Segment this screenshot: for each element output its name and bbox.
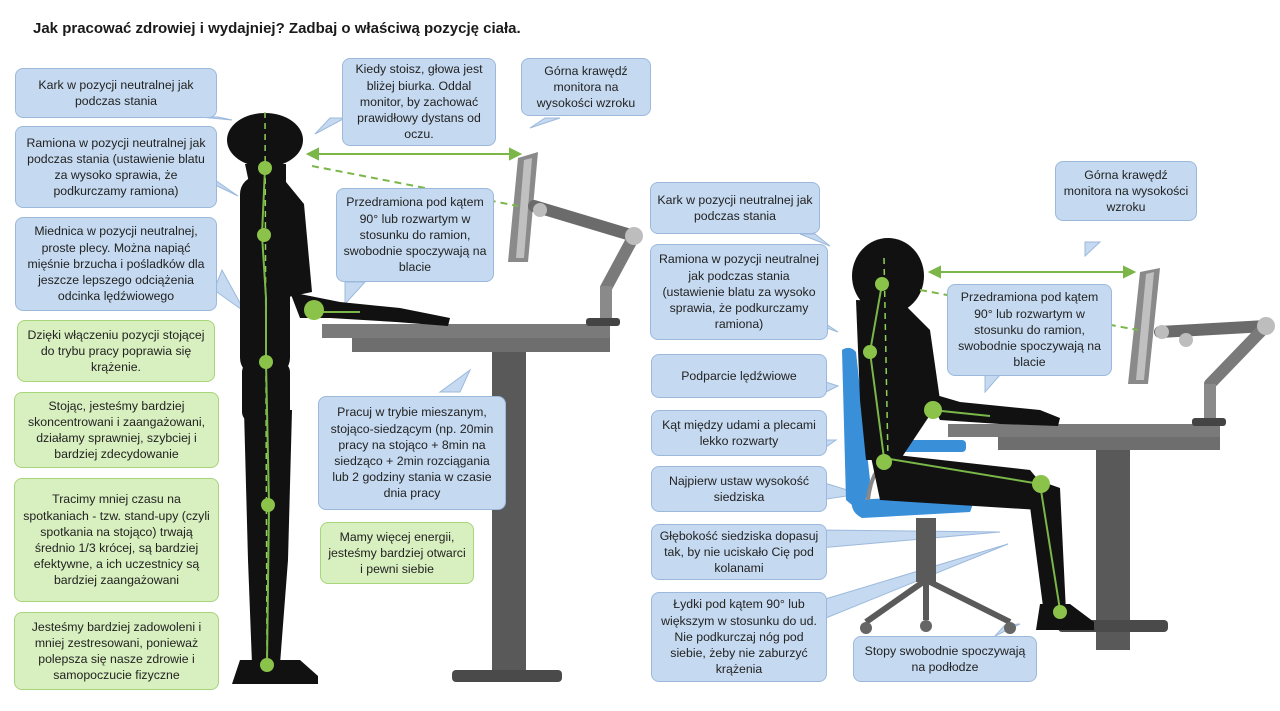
note-text: Dzięki włączeniu pozycji stojącej do try… — [27, 327, 205, 375]
note-text: Górna krawędź monitora na wysokości wzro… — [536, 63, 636, 111]
seat-depth-note: Głębokość siedziska dopasuj tak, by nie … — [651, 524, 827, 580]
energy-note: Mamy więcej energii, jesteśmy bardziej o… — [320, 522, 474, 584]
standing-posture-line — [257, 111, 360, 672]
standing-desk — [322, 324, 610, 682]
callout-tail — [529, 117, 561, 129]
note-text: Stojąc, jesteśmy bardziej skoncentrowani… — [27, 398, 206, 462]
note-text: Podparcie lędźwiowe — [681, 368, 797, 383]
callout-tail — [799, 233, 831, 247]
callout-tail — [819, 529, 1001, 549]
note-text: Jesteśmy bardziej zadowoleni i mniej zes… — [31, 619, 202, 683]
neck-note-sitting: Kark w pozycji neutralnej jak podczas st… — [650, 182, 820, 234]
monitor-note-standing: Górna krawędź monitora na wysokości wzro… — [521, 58, 651, 116]
note-text: Łydki pod kątem 90° lub większym w stosu… — [661, 597, 817, 677]
forearm-note-standing: Przedramiona pod kątem 90° lub rozwartym… — [336, 188, 494, 282]
note-text: Głębokość siedziska dopasuj tak, by nie … — [659, 528, 819, 576]
note-text: Przedramiona pod kątem 90° lub rozwartym… — [343, 195, 487, 275]
callout-tail — [438, 368, 472, 393]
feet-note: Stopy swobodnie spoczywają na podłodze — [853, 636, 1037, 682]
note-text: Stopy swobodnie spoczywają na podłodze — [864, 643, 1026, 674]
note-text: Najpierw ustaw wysokość siedziska — [668, 473, 810, 504]
note-text: Pracuj w trybie mieszanym, stojąco-siedz… — [330, 405, 494, 501]
note-text: Kark w pozycji neutralnej jak podczas st… — [657, 192, 813, 223]
mixed-mode-note: Pracuj w trybie mieszanym, stojąco-siedz… — [318, 396, 506, 510]
sitting-posture-line — [863, 257, 1067, 619]
shoulders-note-standing: Ramiona w pozycji neutralnej jak podczas… — [15, 126, 217, 208]
pelvis-note-standing: Miednica w pozycji neutralnej, proste pl… — [15, 217, 217, 311]
callout-tail — [213, 268, 246, 313]
standing-monitor — [508, 152, 643, 326]
benefit-wellbeing: Jesteśmy bardziej zadowoleni i mniej zes… — [14, 612, 219, 690]
callout-tail — [984, 374, 1002, 394]
shoulders-note-sitting: Ramiona w pozycji neutralnej jak podczas… — [650, 244, 828, 340]
note-text: Ramiona w pozycji neutralnej jak podczas… — [659, 252, 819, 332]
note-text: Kark w pozycji neutralnej jak podczas st… — [38, 77, 194, 108]
note-text: Ramiona w pozycji neutralnej jak podczas… — [26, 135, 206, 199]
note-text: Kąt między udami a plecami lekko rozwart… — [662, 417, 816, 448]
callout-tail — [344, 281, 367, 306]
neck-note-standing: Kark w pozycji neutralnej jak podczas st… — [15, 68, 217, 118]
calves-note: Łydki pod kątem 90° lub większym w stosu… — [651, 592, 827, 682]
note-text: Kiedy stoisz, głowa jest bliżej biurka. … — [355, 62, 483, 142]
monitor-note-sitting: Górna krawędź monitora na wysokości wzro… — [1055, 161, 1197, 221]
callout-tail — [1084, 241, 1102, 258]
hip-angle-note: Kąt między udami a plecami lekko rozwart… — [651, 410, 827, 456]
page-title: Jak pracować zdrowiej i wydajniej? Zadba… — [33, 20, 521, 37]
lumbar-note: Podparcie lędźwiowe — [651, 354, 827, 398]
note-text: Mamy więcej energii, jesteśmy bardziej o… — [328, 529, 466, 577]
distance-note: Kiedy stoisz, głowa jest bliżej biurka. … — [342, 58, 496, 146]
seat-height-note: Najpierw ustaw wysokość siedziska — [651, 466, 827, 512]
note-text: Miednica w pozycji neutralnej, proste pl… — [27, 224, 205, 304]
note-text: Przedramiona pod kątem 90° lub rozwartym… — [958, 290, 1101, 370]
benefit-circulation: Dzięki włączeniu pozycji stojącej do try… — [17, 320, 215, 382]
benefit-meetings: Tracimy mniej czasu na spotkaniach - tzw… — [14, 478, 219, 602]
note-text: Tracimy mniej czasu na spotkaniach - tzw… — [23, 492, 210, 588]
callout-tail — [314, 117, 346, 135]
forearm-note-sitting: Przedramiona pod kątem 90° lub rozwartym… — [947, 284, 1112, 376]
note-text: Górna krawędź monitora na wysokości wzro… — [1063, 167, 1189, 215]
benefit-focus: Stojąc, jesteśmy bardziej skoncentrowani… — [14, 392, 219, 468]
sitting-monitor — [1128, 268, 1275, 426]
